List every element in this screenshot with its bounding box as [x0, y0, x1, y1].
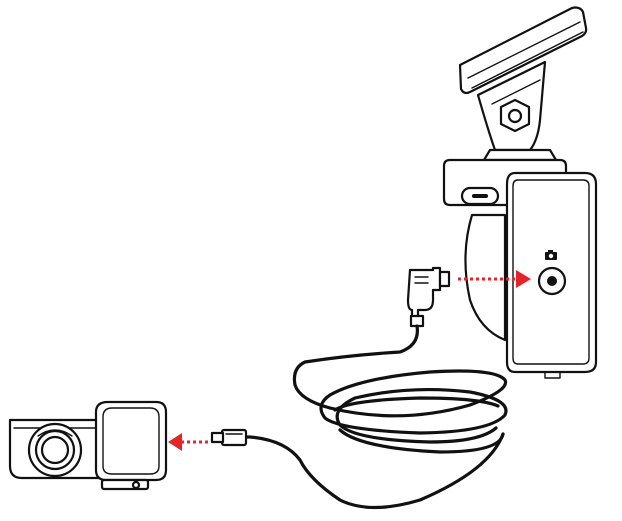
plug-in-arrow-head — [516, 270, 531, 288]
right-angle-plug — [406, 266, 451, 328]
extension-cable — [243, 324, 508, 510]
rear-camera-jack — [537, 266, 567, 296]
plug-in-arrow — [458, 270, 531, 288]
mini-usb-connector — [210, 428, 248, 447]
rear-camera-lens — [27, 422, 83, 478]
rear-camera-arrow-head — [168, 433, 182, 451]
rear-camera-arrow — [168, 433, 208, 451]
rear-camera — [8, 400, 168, 491]
windshield-mount — [458, 6, 588, 162]
camera-icon — [545, 250, 557, 260]
dash-cam-body — [442, 158, 598, 379]
dash-cam — [442, 6, 598, 379]
